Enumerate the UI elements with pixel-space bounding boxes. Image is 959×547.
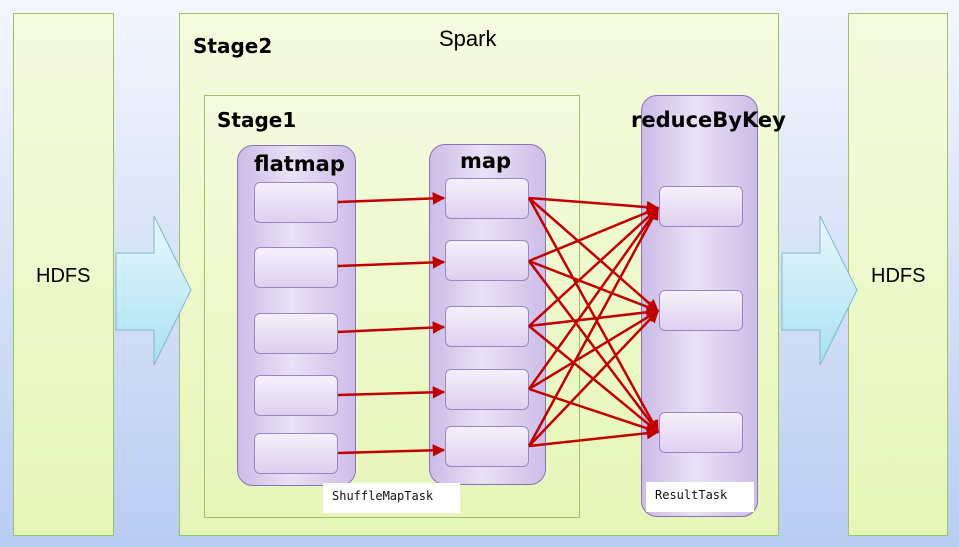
edge-shuffle xyxy=(528,260,659,433)
shufflemaptask-tag: ShuffleMapTask xyxy=(323,483,460,513)
edge-shuffle xyxy=(527,206,660,390)
edge-flatmap-map xyxy=(337,444,446,457)
edge-shuffle xyxy=(528,309,660,391)
map-partition xyxy=(445,426,529,467)
edge-flatmap-map xyxy=(337,386,446,399)
flatmap-label: flatmap xyxy=(254,152,345,176)
flow-arrow-out xyxy=(781,215,858,366)
edge-flatmap-map xyxy=(337,192,446,205)
map-label: map xyxy=(460,149,512,173)
edge-shuffle xyxy=(528,387,660,435)
edge-shuffle xyxy=(528,310,659,447)
edge-shuffle xyxy=(528,197,659,312)
edge-shuffle xyxy=(528,206,660,263)
stage2-label: Stage2 xyxy=(193,34,273,58)
hdfs-left-label: HDFS xyxy=(36,265,91,287)
edge-shuffle xyxy=(527,197,660,434)
map-partition xyxy=(445,369,529,410)
spark-label: Spark xyxy=(439,26,497,51)
edge-shuffle xyxy=(527,206,660,447)
reduce-partition xyxy=(659,290,743,331)
flatmap-partition xyxy=(254,247,338,288)
map-partition xyxy=(445,178,529,219)
flatmap-partition xyxy=(254,182,338,223)
edge-flatmap-map xyxy=(337,256,446,269)
edge-flatmap-map xyxy=(337,321,446,334)
flow-arrow-in xyxy=(115,215,192,366)
flatmap-partition xyxy=(254,313,338,354)
hdfs-left-block: HDFS xyxy=(13,13,114,536)
map-partition xyxy=(445,240,529,281)
reduce-partition xyxy=(659,412,743,453)
edge-shuffle xyxy=(528,306,660,328)
map-partition xyxy=(445,306,529,347)
reduce-partition xyxy=(659,186,743,227)
reducebykey-label: reduceByKey xyxy=(631,108,786,132)
flatmap-partition xyxy=(254,433,338,474)
stage1-label: Stage1 xyxy=(217,108,297,132)
resulttask-tag: ResultTask xyxy=(646,482,754,512)
edge-shuffle xyxy=(528,207,659,327)
edge-shuffle xyxy=(528,259,660,313)
flatmap-partition xyxy=(254,375,338,416)
edge-shuffle xyxy=(528,196,660,214)
hdfs-right-label: HDFS xyxy=(871,265,926,287)
edge-shuffle xyxy=(528,427,660,448)
